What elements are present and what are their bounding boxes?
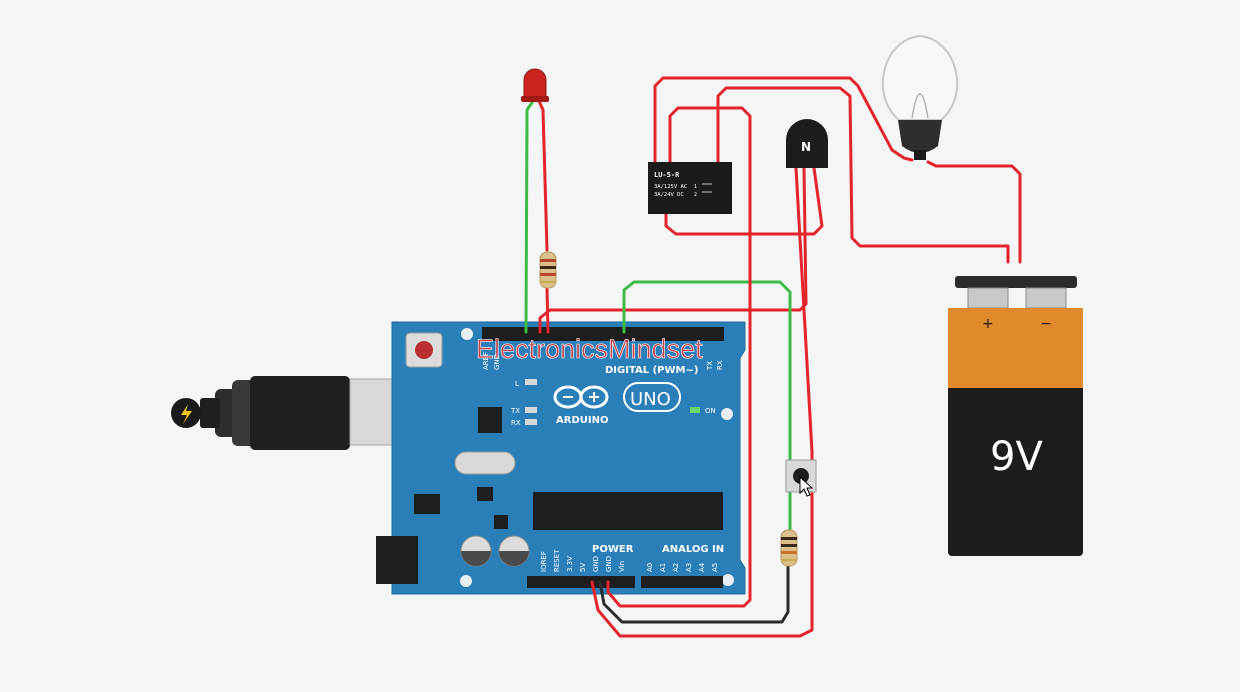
relay-rating-ac: 3A/125V AC [654,184,687,190]
cursor-icon [799,475,814,497]
digital-header[interactable] [482,327,724,341]
wire-pin-transistor[interactable] [538,166,808,334]
on-label: ON [705,407,716,415]
aref-label: AREF [482,352,490,370]
on-led [690,407,700,413]
analog-header[interactable] [641,576,723,588]
battery-minus: − [1040,316,1052,332]
pin-label: IOREF [540,551,548,572]
wire-relay-battery[interactable] [716,86,1010,264]
pin-label: A0 [646,563,654,572]
led-tx-label: TX [510,407,520,415]
pin-label: 3.3V [566,556,574,572]
wire-led-resistor[interactable] [537,99,549,252]
bulb-icon[interactable] [882,34,958,160]
power-pin-labels: IOREF RESET 3.3V 5V GND GND Vin [540,549,626,572]
rx-pin-label: RX [716,360,724,370]
transistor-label: N [801,140,811,154]
wires [524,76,1022,638]
usb-chip [478,407,502,433]
pin-label: A5 [711,563,719,572]
arduino-logo-icon [553,385,609,409]
wire-pin-button[interactable] [622,280,792,462]
tx-pin-label: TX [706,361,714,371]
atmega-chip [533,492,723,530]
wire-transistor-button[interactable] [590,166,814,638]
power-jack[interactable] [376,536,418,584]
watermark-text: ElectronicsMindset [476,334,703,364]
relay-model: LU-5-R [654,171,680,179]
led-rx-label: RX [511,419,521,427]
lightning-icon [181,404,192,424]
model-label: UNO [630,389,671,410]
relay-pin-1: 1 [694,184,697,190]
battery-plus: + [982,316,994,332]
wire-led-gnd[interactable] [524,99,535,334]
wire-relay-transistor-2[interactable] [664,166,824,236]
led-icon[interactable] [521,68,549,102]
pin-label: A4 [698,562,706,572]
wire-bulb-battery[interactable] [926,160,1022,264]
pin-label: A3 [685,563,693,572]
digital-label: DIGITAL (PWM~) [605,365,698,376]
pin-label: 5V [579,563,587,572]
wire-resistor-pin[interactable] [545,286,550,334]
analog-pin-labels: A0 A1 A2 A3 A4 A5 [646,562,719,572]
relay-pin-2: 2 [694,192,697,198]
pin-label: A1 [659,563,667,572]
wire-gnd-resistor[interactable] [598,564,790,624]
pin-label: A2 [672,563,680,572]
button-resistor[interactable] [780,529,798,567]
pin-label: Vin [618,561,626,572]
arduino-uno-board[interactable]: ARDUINO UNO DIGITAL (PWM~) POWER ANALOG … [376,321,746,595]
pin-label: GND [605,556,613,572]
pin-label: RESET [553,549,561,572]
npn-transistor[interactable]: N [786,119,828,168]
voltage-regulator [414,494,440,514]
led-resistor[interactable] [539,251,557,289]
relay-rating-dc: 3A/24V DC [654,192,684,198]
pin-label: GND [592,556,600,572]
wire-relay-transistor[interactable] [606,106,752,608]
battery-voltage: 9V [990,434,1043,480]
gnd-top-label: GND [493,354,501,370]
led-l-label: L [515,380,519,388]
wire-relay-bulb[interactable] [653,76,914,164]
power-label: POWER [592,544,634,555]
analog-label: ANALOG IN [662,544,724,555]
reset-button[interactable] [415,341,433,359]
power-header[interactable] [527,576,635,588]
brand-label: ARDUINO [556,415,608,426]
relay[interactable]: LU-5-R 3A/125V AC 3A/24V DC 1 2 [648,162,732,214]
battery-9v[interactable]: + − 9V [948,276,1083,556]
crystal [454,451,516,475]
